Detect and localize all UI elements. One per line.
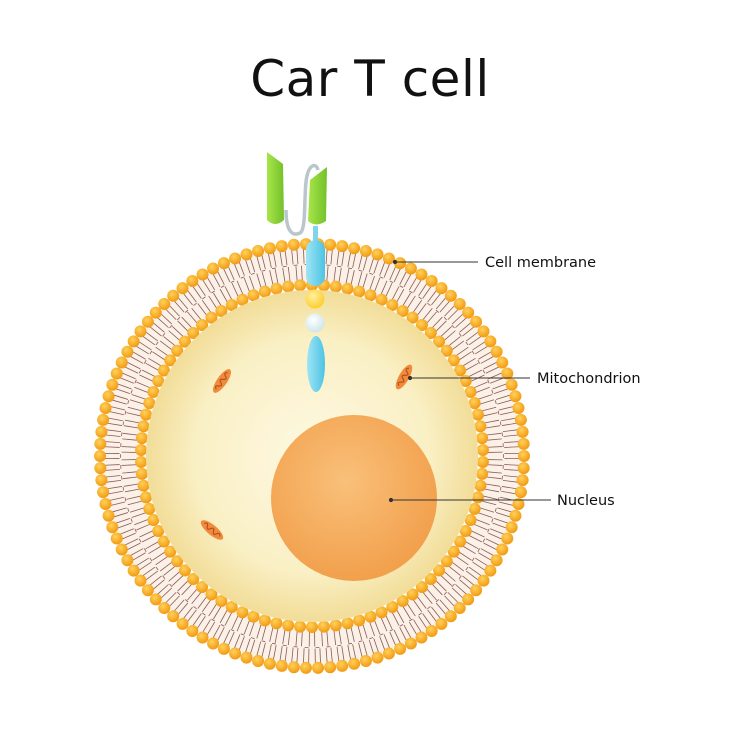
diagram-title: Car T cell <box>250 50 490 108</box>
nucleus-icon <box>271 415 437 581</box>
cell-membrane <box>94 238 530 674</box>
mitochondrion-label: Mitochondrion <box>537 371 641 387</box>
car-receptor-icon <box>267 152 327 392</box>
mitochondrion-leader-dot <box>407 375 413 381</box>
mitochondrion-icon <box>212 369 232 393</box>
mitochondrion-icon <box>395 364 413 390</box>
nucleus-leader-dot <box>388 497 394 503</box>
leader-lines <box>388 259 551 503</box>
membrane-leader-dot <box>392 259 398 265</box>
nucleus-label: Nucleus <box>557 493 615 509</box>
membrane-label: Cell membrane <box>485 255 596 271</box>
mitochondrion-icon <box>200 520 224 540</box>
